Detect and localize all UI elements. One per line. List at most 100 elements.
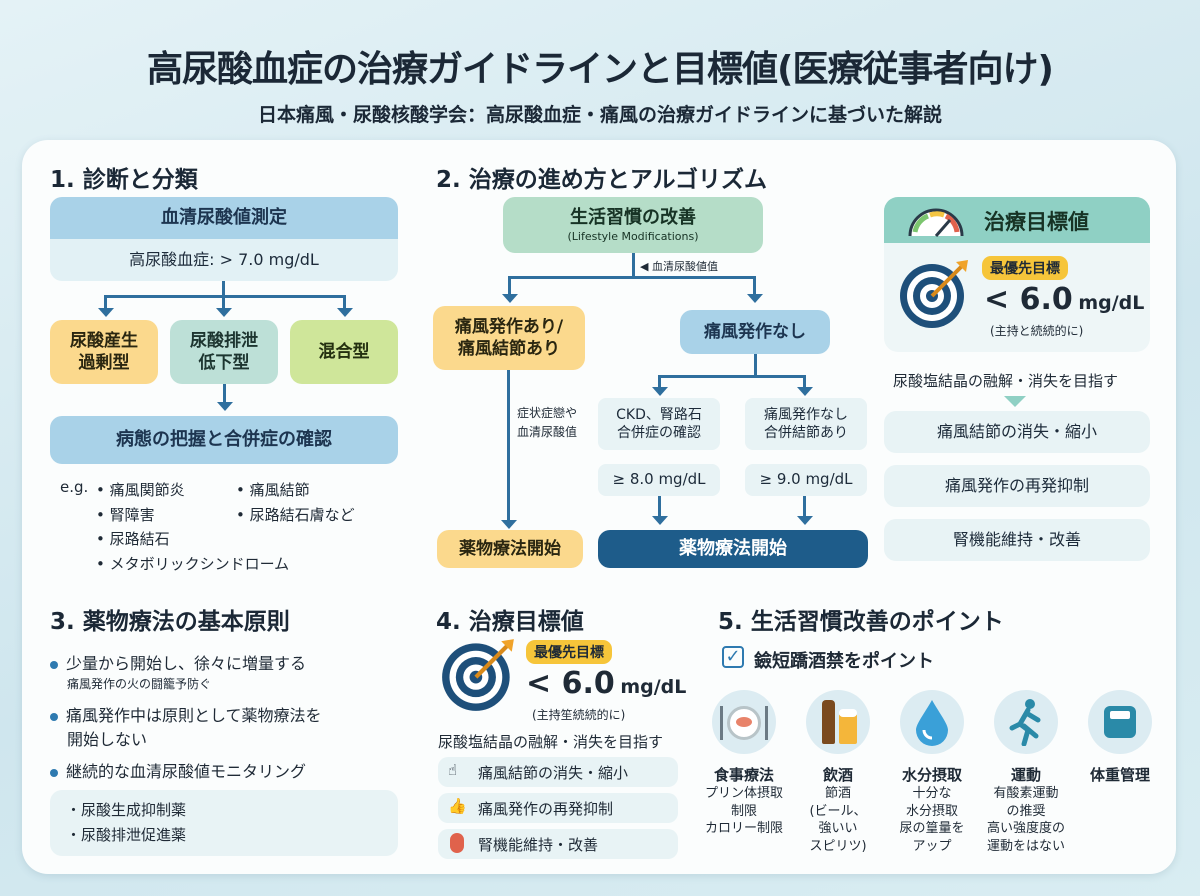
target-aim: 尿酸塩結晶の融解・消失を目指す [893, 372, 1119, 390]
arrow-head-icon [652, 516, 668, 525]
list-item: ・尿酸排泄促進薬 [66, 826, 187, 844]
arrow-head-icon [216, 308, 232, 317]
threshold-8: ≥ 8.0 mg/dL [598, 464, 720, 496]
connector [632, 253, 635, 277]
drug-therapy-start-right: 薬物療法開始 [598, 530, 868, 568]
page-subtitle: 日本痛風・尿酸核酸学会：高尿酸血症・痛風の治療ガイドラインに基づいた解説 [257, 104, 942, 126]
bullet-icon [50, 660, 58, 669]
hyperuricemia-criteria: 高尿酸血症: > 7.0 mg/dL [50, 239, 398, 281]
lifestyle-item-exercise: 運動 有酸素運動 の推奨 高い強度度の 運動をはない [986, 766, 1065, 854]
principle-1: 少量から開始し、徐々に増量する [50, 650, 306, 674]
examples-left-list: • 痛風関節炎 • 腎障害 • 尿路結石 • メタボリックシンドローム [96, 478, 289, 576]
connector [658, 375, 806, 378]
eg-label: e.g. [60, 478, 89, 496]
list-item: • 痛風関節炎 [96, 481, 185, 499]
goal-item-label: 痛風発作の再発抑制 [478, 800, 614, 818]
arrow-head-icon [797, 516, 813, 525]
target-aim: 尿酸塩結晶の融解・消失を目指す [438, 733, 664, 751]
lifestyle-title: 生活習慣の改善 [570, 207, 696, 229]
no-complication-box: 痛風発作なし 合併結節あり [745, 398, 867, 450]
priority-badge: 最優先目標 [982, 256, 1068, 280]
lifestyle-item-alcohol: 飲酒 節酒 (ビール、 強いい スピリツ) [809, 766, 867, 854]
bullet-icon [50, 712, 58, 721]
target-value: < 6.0 mg/dL [984, 282, 1145, 317]
assessment-box: 病態の把握と合併症の確認 [50, 416, 398, 464]
water-drop-icon [900, 690, 964, 754]
page-title: 高尿酸血症の治療ガイドラインと目標値(医療従事者向け) [147, 49, 1054, 90]
gout-attack-yes: 痛風発作あり/ 痛風結節あり [433, 306, 585, 370]
principle-2-cont: 開始しない [67, 730, 148, 749]
target-value: < 6.0 mg/dL [526, 666, 687, 701]
connector [343, 295, 346, 309]
goal-item-label: 腎機能維持・改善 [478, 836, 599, 854]
scale-icon [1088, 690, 1152, 754]
arrow-head-icon [797, 387, 813, 396]
side-note: 症状症戀や 血清尿酸值 [517, 406, 578, 440]
connector [104, 295, 107, 309]
connector [508, 276, 756, 279]
section4-heading: 4. 治療目標値 [436, 609, 584, 635]
list-item: • メタボリックシンドローム [96, 554, 290, 573]
list-item: • 尿路結石膚など [236, 505, 355, 524]
connector [104, 295, 346, 298]
type-mixed: 混合型 [290, 320, 398, 384]
section3-heading: 3. 薬物療法の基本原則 [50, 609, 290, 635]
principle-1-sub: 痛風発作の火の闘籠予防ぐ [67, 677, 212, 691]
arrow-head-icon [502, 294, 518, 303]
arrow-head-icon [501, 520, 517, 529]
target-card-title: 治療目標値 [984, 210, 1089, 234]
lifestyle-item-diet: 食事療法 プリン体摂取 制限 カロリー制限 [704, 766, 783, 837]
connector [508, 276, 511, 296]
arrow-head-icon [1004, 396, 1026, 407]
lifestyle-box: 生活習慣の改善 (Lifestyle Modifications) [503, 197, 763, 253]
hand-icon: ☝ [448, 761, 458, 779]
examples-right-list: • 痛風結節 • 尿路結石膚など [236, 478, 355, 527]
connector [754, 354, 757, 376]
list-item: ・尿酸生成抑制薬 [66, 801, 187, 819]
lifestyle-point-label: 鐱短蹻酒禁をポイント [754, 651, 934, 672]
goal-item-recurrence: 痛風発作の再発抑制 [884, 465, 1150, 507]
running-icon [994, 690, 1058, 754]
goal-item-recurrence [438, 793, 678, 823]
arrow-head-icon [337, 308, 353, 317]
arrow-head-icon [98, 308, 114, 317]
section2-heading: 2. 治療の進め方とアルゴリズム [436, 167, 768, 193]
alcohol-icon [806, 690, 870, 754]
drug-list-box: ・尿酸生成抑制薬 ・尿酸排泄促進薬 [50, 790, 398, 856]
arrow-head-icon [652, 387, 668, 396]
meal-icon [712, 690, 776, 754]
list-item: • 尿路結石 [96, 530, 170, 548]
arrow-head-icon [747, 294, 763, 303]
gout-attack-no: 痛風発作なし [680, 310, 830, 354]
connector [223, 384, 226, 404]
connector [222, 281, 225, 297]
connector [507, 370, 510, 522]
priority-badge: 最優先目標 [526, 640, 612, 664]
arrow-head-icon [217, 402, 233, 411]
lifestyle-english: (Lifestyle Modifications) [567, 229, 699, 243]
drug-therapy-start-left: 薬物療法開始 [437, 530, 583, 568]
target-icon [900, 260, 968, 328]
ckd-complication-check: CKD、腎路石 合併症の確認 [598, 398, 720, 450]
target-icon [442, 639, 514, 711]
uric-level-label: ◀ 血清尿酸値值 [640, 260, 718, 273]
connector [658, 375, 661, 389]
goal-item-renal [438, 829, 678, 859]
type-overproduction: 尿酸産生 過剰型 [50, 320, 158, 384]
check-icon: ✓ [722, 646, 744, 668]
goal-item-label: 痛風結節の消失・縮小 [478, 764, 629, 782]
type-underexcretion: 尿酸排泄 低下型 [170, 320, 278, 384]
list-item: • 痛風結節 [236, 481, 310, 499]
connector [753, 276, 756, 296]
serum-uric-acid-measure: 血清尿酸値測定 [50, 197, 398, 239]
principle-3: 継続的な血清尿酸値モニタリング [50, 758, 306, 782]
gauge-icon [908, 208, 964, 237]
threshold-9: ≥ 9.0 mg/dL [745, 464, 867, 496]
target-note: (主持と続続的に) [990, 324, 1084, 338]
kidney-icon [450, 833, 464, 853]
section5-heading: 5. 生活習慣改善のポイント [718, 609, 1004, 635]
section1-heading: 1. 診断と分類 [50, 167, 198, 193]
thumbs-up-icon: 👍 [448, 797, 467, 815]
goal-item-tophi: 痛風結節の消失・縮小 [884, 411, 1150, 453]
bullet-icon [50, 768, 58, 777]
